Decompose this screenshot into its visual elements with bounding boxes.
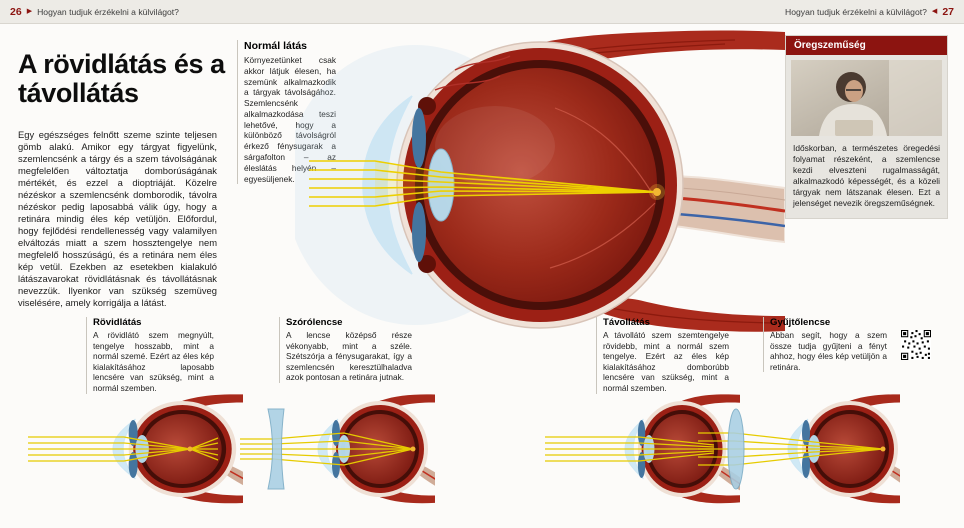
diverging-lens-caption: Szórólencse A lencse középső része vékon…: [279, 317, 412, 384]
normal-vision-heading: Normál látás: [244, 40, 308, 52]
focal-point: [410, 446, 416, 452]
ciliary-body: [418, 255, 436, 273]
hyperopia-heading: Távollátás: [603, 317, 650, 328]
eye-cross-section-illustration: [295, 30, 785, 332]
cornea: [362, 95, 413, 275]
hyperopia-caption: Távollátás A távollátó szem szemtengelye…: [596, 317, 729, 394]
back-arrow-icon: ◀: [931, 8, 938, 15]
normal-vision-text: Környezetünket csak akkor látjuk élesen,…: [244, 55, 336, 184]
myopia-heading: Rövidlátás: [93, 317, 142, 328]
presbyopia-photo: [791, 60, 942, 136]
mini-eye-diagram-diverging-lens: [240, 393, 435, 504]
iris: [412, 202, 426, 262]
macula-focal-point: [653, 188, 661, 196]
myopia-caption: Rövidlátás A rövidlátó szem megnyúlt, te…: [86, 317, 214, 394]
converging-lens-text: Abban segít, hogy a szem össze tudja gyű…: [770, 330, 887, 372]
normal-vision-caption: Normál látás Környezetünket csak akkor l…: [237, 40, 336, 185]
myopia-text: A rövidlátó szem megnyúlt, tengelye hoss…: [93, 330, 214, 394]
eyeball: [396, 41, 684, 329]
header-right: Hogyan tudjuk érzékelni a külvilágot? ◀ …: [785, 6, 954, 18]
running-header: 26 ▶ Hogyan tudjuk érzékelni a külvilágo…: [0, 0, 964, 24]
light-rays: [309, 160, 658, 207]
diverging-lens-heading: Szórólencse: [286, 317, 343, 328]
running-title-left: Hogyan tudjuk érzékelni a külvilágot?: [37, 6, 179, 17]
converging-lens-caption: Gyűjtőlencse Abban segít, hogy a szem ös…: [763, 317, 887, 373]
running-title-right: Hogyan tudjuk érzékelni a külvilágot?: [785, 6, 927, 17]
focal-point: [880, 446, 886, 452]
light-rays: [545, 436, 715, 462]
presbyopia-text: Időskorban, a természetes öregedési foly…: [793, 143, 940, 208]
book-in-photo: [835, 120, 873, 136]
concave-lens: [267, 408, 285, 490]
ciliary-body: [418, 97, 436, 115]
light-rays: [28, 436, 219, 462]
hyperopia-text: A távollátó szem szemtengelye rövidebb, …: [603, 330, 729, 394]
page-title: A rövidlátás és a távollátás: [18, 49, 225, 109]
iris: [412, 108, 426, 168]
diverging-lens-text: A lencse középső része vékonyabb, mint a…: [286, 330, 412, 383]
presbyopia-heading: Öregszeműség: [786, 36, 947, 55]
page-number-right: 27: [942, 5, 954, 18]
forward-arrow-icon: ▶: [26, 8, 33, 15]
mini-eye-diagram-converging-lens: [698, 393, 900, 504]
optic-nerve-artery: [676, 196, 785, 213]
eye-muscle-inferior: [593, 298, 785, 332]
person-face: [845, 80, 863, 102]
optic-nerve-vein: [676, 212, 785, 228]
converging-lens-heading: Gyűjtőlencse: [770, 317, 831, 328]
focal-point: [187, 446, 193, 452]
mini-eye-diagram-hyperopia: [545, 393, 740, 504]
scleral-vessel: [434, 75, 501, 91]
page-number-left: 26: [10, 5, 22, 18]
cornea-and-lens: [362, 95, 455, 275]
presbyopia-box: Öregszeműség Időskorban, a természetes ö…: [786, 36, 947, 218]
optic-nerve: [666, 174, 785, 244]
lens: [427, 148, 455, 222]
mini-eye-diagram-myopia: [28, 393, 243, 505]
header-left: 26 ▶ Hogyan tudjuk érzékelni a külvilágo…: [10, 6, 179, 18]
qr-code: [901, 330, 931, 360]
scleral-vessel: [454, 55, 511, 71]
article-intro-text: Egy egészséges felnőtt szeme szinte telj…: [18, 129, 217, 308]
convex-lens: [727, 408, 745, 490]
